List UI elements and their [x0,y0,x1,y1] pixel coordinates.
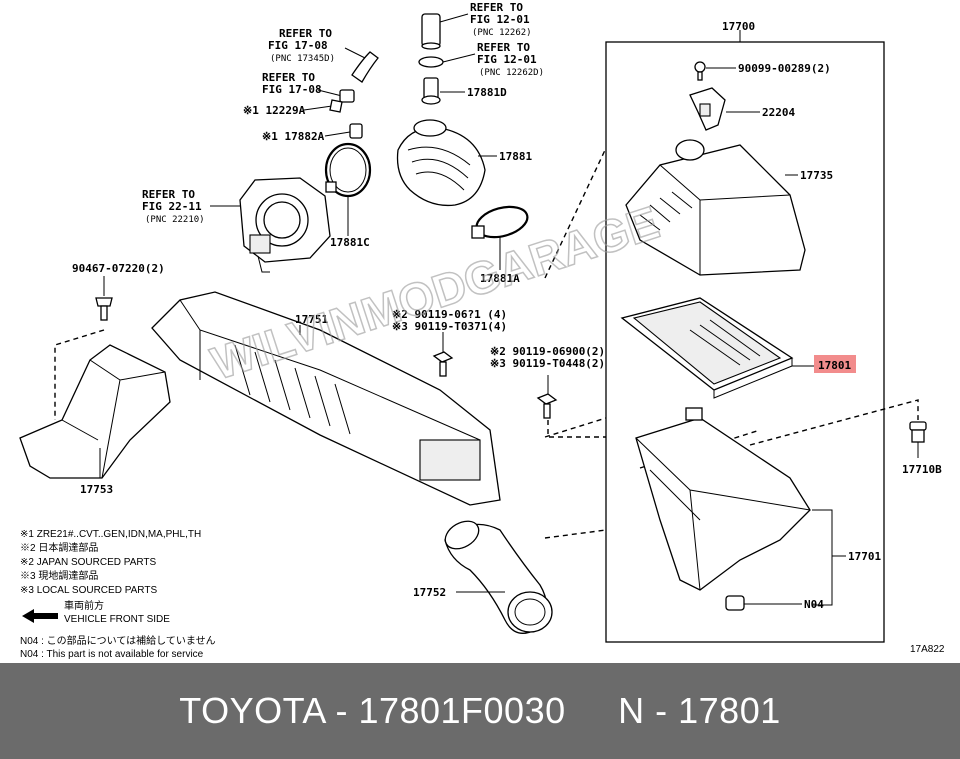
label-90119c: ※2 90119-06?1 (4) [392,308,507,321]
label-17753: 17753 [80,483,113,496]
notes-block: ※1 ZRE21#..CVT..GEN,IDN,MA,PHL,TH ※2 日本調… [20,529,201,596]
label-17881d: 17881D [467,86,507,99]
svg-text:N04 : この部品については補給していません: N04 : この部品については補給していません [20,634,216,647]
label-22204: 22204 [762,106,795,119]
intake-hose-17881 [396,119,486,207]
svg-text:FIG 17-08: FIG 17-08 [262,83,322,96]
hose-12262 [421,13,441,50]
dashed-link-17710b [749,399,919,446]
svg-text:FIG 22-11: FIG 22-11 [142,200,202,213]
svg-text:※1 ZRE21#..CVT..GEN,IDN,MA,PHL: ※1 ZRE21#..CVT..GEN,IDN,MA,PHL,TH [20,529,201,540]
svg-text:N04 : This part is not availab: N04 : This part is not available for ser… [20,649,204,660]
label-17752: 17752 [413,586,446,599]
label-90119b: ※3 90119-T0448(2) [490,357,605,370]
svg-text:FIG 17-08: FIG 17-08 [268,39,328,52]
label-17881: 17881 [499,150,532,163]
air-filter-element-17801 [620,297,794,399]
parts-diagram: 17700 REFER TO FIG 12-01 (PNC 12262) REF… [19,1,945,660]
label-n04: N04 [804,598,824,611]
n04-notes: N04 : この部品については補給していません N04 : This part … [20,634,216,660]
label-17881c: 17881C [330,236,370,249]
svg-text:※3 現地調達部品: ※3 現地調達部品 [20,569,98,582]
label-17701: 17701 [848,550,881,563]
bolt-90119-lower [536,393,558,419]
hose-17752 [444,520,553,634]
label-17700: 17700 [722,20,755,33]
svg-text:(PNC 12262): (PNC 12262) [472,28,532,38]
label-90119d: ※3 90119-T0371(4) [392,320,507,333]
label-90099: 90099-00289(2) [738,62,831,75]
svg-text:(PNC 17345D): (PNC 17345D) [270,54,335,64]
assembly-frame-17700 [605,41,885,643]
label-90467: 90467-07220(2) [72,262,165,275]
front-label-en: VEHICLE FRONT SIDE [64,614,170,625]
label-17735: 17735 [800,169,833,182]
part-number-text: TOYOTA - 17801F0030 N - 17801 [179,690,781,731]
refer-2211: REFER TO FIG 22-11 (PNC 22210) [142,188,205,225]
svg-text:※3 LOCAL SOURCED PARTS: ※3 LOCAL SOURCED PARTS [20,585,157,596]
drain-cap-n04 [725,595,745,611]
grommet-17710b [909,421,927,443]
svg-text:REFER TO: REFER TO [142,188,195,201]
dashed-link-mid [544,417,607,438]
dashed-link-bolt [547,420,606,438]
inlet-duct-17753 [19,344,171,479]
air-cleaner-case-17701 [635,407,811,591]
clamp-17881c [324,142,372,198]
svg-text:(PNC 22210): (PNC 22210) [145,215,205,225]
svg-text:REFER TO: REFER TO [477,41,530,54]
highlight-17801: 17801 [814,355,856,373]
svg-text:REFER TO: REFER TO [262,71,315,84]
clamp-17881a [471,205,529,239]
label-12229a: ※1 12229A [243,104,306,117]
label-17751: 17751 [295,313,328,326]
dashed-link-upper [544,147,607,279]
mass-airflow-sensor-22204 [689,87,726,131]
clip-12262d [418,56,444,68]
dashed-link-17753 [54,329,105,420]
svg-text:REFER TO: REFER TO [279,27,332,40]
svg-text:FIG 12-01: FIG 12-01 [477,53,537,66]
label-90119a: ※2 90119-06900(2) [490,345,605,358]
air-cleaner-cap-17735 [625,139,806,276]
clip-17882a [349,123,363,139]
dashed-link-lower [544,529,607,539]
refer-1201-b: REFER TO FIG 12-01 (PNC 12262D) [477,41,544,78]
refer-1708-b: REFER TO FIG 17-08 [262,71,322,96]
figure-code: 17A822 [910,644,945,655]
throttle-body [239,177,331,273]
label-17881a: 17881A [480,272,520,285]
front-arrow: 車両前方 VEHICLE FRONT SIDE [22,599,170,625]
label-17882a: ※1 17882A [262,130,325,143]
clip-90467 [95,297,113,321]
refer-1708-a: REFER TO FIG 17-08 (PNC 17345D) [268,27,335,64]
svg-text:※2 JAPAN SOURCED PARTS: ※2 JAPAN SOURCED PARTS [20,557,157,568]
connector-17881d [421,77,441,105]
air-intake-resonator-17751 [151,291,501,506]
clip-12229a [329,99,343,113]
bolt-90119-upper [432,351,454,377]
svg-text:FIG 12-01: FIG 12-01 [470,13,530,26]
svg-text:(PNC 12262D): (PNC 12262D) [479,68,544,78]
hose-17345d [351,51,379,83]
refer-1201-a: REFER TO FIG 12-01 (PNC 12262) [470,1,532,38]
front-label-jp: 車両前方 [64,599,104,612]
svg-text:※2 日本調達部品: ※2 日本調達部品 [20,541,98,554]
clip-17345 [339,89,355,103]
svg-text:REFER TO: REFER TO [470,1,523,14]
part-number-banner: TOYOTA - 17801F0030 N - 17801 [0,663,960,759]
screw-90099 [694,61,706,81]
label-17710b: 17710B [902,463,942,476]
svg-text:17801: 17801 [818,359,851,372]
